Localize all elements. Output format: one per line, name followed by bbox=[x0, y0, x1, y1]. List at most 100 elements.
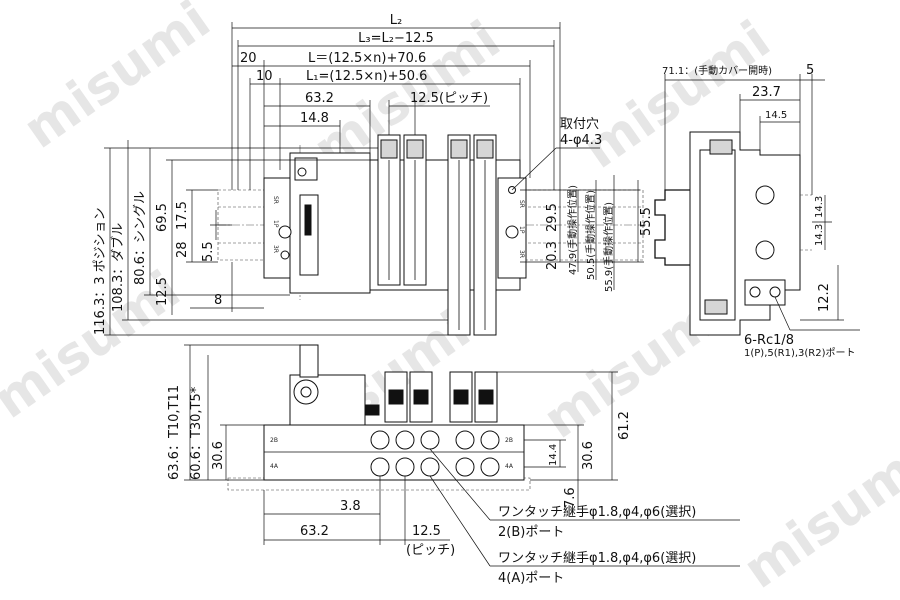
dim-116-3: 116.3：3 ポジション bbox=[93, 147, 448, 336]
dim-7-6-text: 7.6 bbox=[563, 487, 578, 508]
dim-30-6-right: 30.6 bbox=[524, 424, 596, 480]
dim-5-side-text: 5 bbox=[806, 63, 814, 78]
dim-30-6-left: 30.6 bbox=[211, 424, 264, 480]
dim-12-5-left-text: 12.5 bbox=[155, 277, 170, 306]
dim-63-2-text: 63.2 bbox=[305, 91, 334, 106]
valve-cap bbox=[450, 139, 468, 159]
fitting-4a-icon bbox=[480, 457, 500, 477]
fitting-2b-icon bbox=[420, 430, 440, 450]
fitting-callout-4a: ワンタッチ継手φ1.8,φ4,φ6(選択) 4(A)ポート bbox=[429, 475, 740, 586]
port-4a-text: 4(A)ポート bbox=[498, 571, 564, 586]
dim-23-7: 23.7 bbox=[739, 85, 800, 132]
din-clip bbox=[654, 189, 690, 266]
dim-55-5: 55.5 bbox=[520, 180, 654, 263]
dim-17-5: 17.5 bbox=[175, 189, 218, 230]
dim-12-5-left: 12.5 bbox=[155, 277, 173, 315]
fitting-4a-icon bbox=[395, 457, 415, 477]
dim-47-9: 47.9(手動操作位置) bbox=[520, 185, 640, 275]
label-3r: 3R bbox=[272, 245, 279, 253]
dim-69-5: 69.5 bbox=[155, 159, 370, 290]
label-2b: 2B bbox=[270, 437, 278, 444]
dim-L: L＝(12.5×n)+70.6 bbox=[263, 51, 531, 178]
dim-pitch-paren-text: (ピッチ) bbox=[406, 543, 455, 558]
dim-pitch: 12.5(ピッチ) bbox=[388, 91, 490, 135]
dim-29-5: 29.5 bbox=[545, 190, 561, 232]
front-connector bbox=[364, 404, 380, 416]
dim-29-5-text: 29.5 bbox=[545, 203, 560, 232]
dim-61-2: 61.2 bbox=[497, 371, 632, 481]
dim-20-text: 20 bbox=[240, 51, 257, 66]
port-callout: 6-Rc1/8 1(P),5(R1),3(R2)ポート bbox=[744, 296, 860, 359]
dim-8: 8 bbox=[190, 262, 264, 312]
dim-14-4: 14.4 bbox=[524, 439, 566, 468]
dim-10-text: 10 bbox=[256, 69, 273, 84]
dim-116-3-text: 116.3：3 ポジション bbox=[93, 207, 108, 335]
dim-20-3-text: 20.3 bbox=[545, 241, 560, 270]
fitting-2b-icon bbox=[395, 430, 415, 450]
label-sr-right: SR bbox=[518, 200, 525, 208]
label-2b-right: 2B bbox=[505, 437, 513, 444]
dim-3-8-text: 3.8 bbox=[340, 499, 361, 514]
fitting-4a-icon bbox=[455, 457, 475, 477]
slot-inner bbox=[304, 204, 312, 236]
front-valve-2-coil bbox=[413, 389, 429, 405]
front-valve-3-coil bbox=[453, 389, 469, 405]
side-panel bbox=[699, 149, 736, 321]
port-2b-text: 2(B)ポート bbox=[498, 525, 564, 540]
valve-station-1 bbox=[377, 134, 401, 286]
front-valve-1-coil bbox=[388, 389, 404, 405]
valve-station-4 bbox=[473, 134, 497, 336]
dim-71-1-text: 71.1：(手動カバー開時) bbox=[662, 64, 772, 77]
port-desc-text: 1(P),5(R1),3(R2)ポート bbox=[744, 347, 856, 359]
fitting-4a-icon bbox=[420, 457, 440, 477]
fitting-callout-2b: ワンタッチ継手φ1.8,φ4,φ6(選択) 2(B)ポート bbox=[429, 448, 740, 540]
side-port-small-icon bbox=[769, 286, 781, 298]
dim-5-side: 5 bbox=[800, 63, 825, 195]
dim-14-3-lower-text: 14.3 bbox=[814, 224, 825, 246]
dim-60-6: 60.6：T30,T5* bbox=[189, 355, 209, 480]
dim-61-2-text: 61.2 bbox=[617, 411, 632, 440]
front-valve-4-coil bbox=[478, 389, 494, 405]
dim-28: 28 bbox=[175, 225, 218, 263]
dim-12-5-front-text: 12.5 bbox=[412, 524, 441, 539]
port-spec-text: 6-Rc1/8 bbox=[744, 333, 794, 348]
dim-12-2: 12.2 bbox=[800, 265, 844, 321]
dim-5-5: 5.5 bbox=[201, 210, 232, 262]
dim-12-2-text: 12.2 bbox=[817, 283, 832, 312]
dim-108-3-text: 108.3：ダブル bbox=[110, 223, 126, 312]
fitting-2b-icon bbox=[370, 430, 390, 450]
side-view: 71.1：(手動カバー開時) 5 23.7 14.5 14.3 14.3 bbox=[654, 63, 860, 359]
dim-14-8: 14.8 bbox=[264, 111, 341, 153]
dim-5-5-text: 5.5 bbox=[201, 241, 216, 262]
valve-station-3 bbox=[447, 134, 471, 336]
side-port-lower-icon bbox=[755, 240, 775, 260]
label-4a-right: 4A bbox=[505, 463, 514, 470]
fitting-spec-2-text: ワンタッチ継手φ1.8,φ4,φ6(選択) bbox=[498, 551, 696, 566]
port-3r-icon bbox=[280, 250, 290, 260]
dim-60-6-text: 60.6：T30,T5* bbox=[189, 386, 204, 480]
dim-63-2: 63.2 bbox=[264, 91, 371, 160]
dim-71-1: 71.1：(手動カバー開時) bbox=[662, 64, 801, 190]
valve-station-2 bbox=[403, 134, 427, 286]
side-port-small-icon bbox=[749, 286, 761, 298]
dim-14-8-text: 14.8 bbox=[300, 111, 329, 126]
dim-63-2-front: 63.2 bbox=[264, 524, 380, 541]
dim-L3-text: L₃=L₂−12.5 bbox=[358, 31, 434, 46]
dim-63-2-front-text: 63.2 bbox=[300, 524, 329, 539]
screw-icon bbox=[297, 167, 307, 177]
dim-80-6: 80.6：シングル bbox=[133, 148, 290, 296]
dim-14-5-text: 14.5 bbox=[765, 110, 787, 121]
dim-7-6: 7.6 bbox=[563, 480, 579, 510]
fitting-2b-icon bbox=[455, 430, 475, 450]
watermark-text: misumi bbox=[13, 0, 221, 161]
dim-47-9-text: 47.9(手動操作位置) bbox=[566, 185, 579, 275]
dim-50-5-text: 50.5(手動操作位置) bbox=[584, 190, 597, 280]
port-1p-icon bbox=[278, 225, 292, 239]
dim-55-9-text: 55.9(手動操作位置) bbox=[602, 202, 615, 292]
mount-hole-callout: 取付穴 4-φ4.3 bbox=[511, 117, 602, 191]
dim-14-3-lower: 14.3 bbox=[814, 222, 826, 250]
valve-cap bbox=[406, 139, 424, 159]
front-knob-stem bbox=[299, 344, 319, 378]
front-knob-center bbox=[300, 386, 312, 398]
